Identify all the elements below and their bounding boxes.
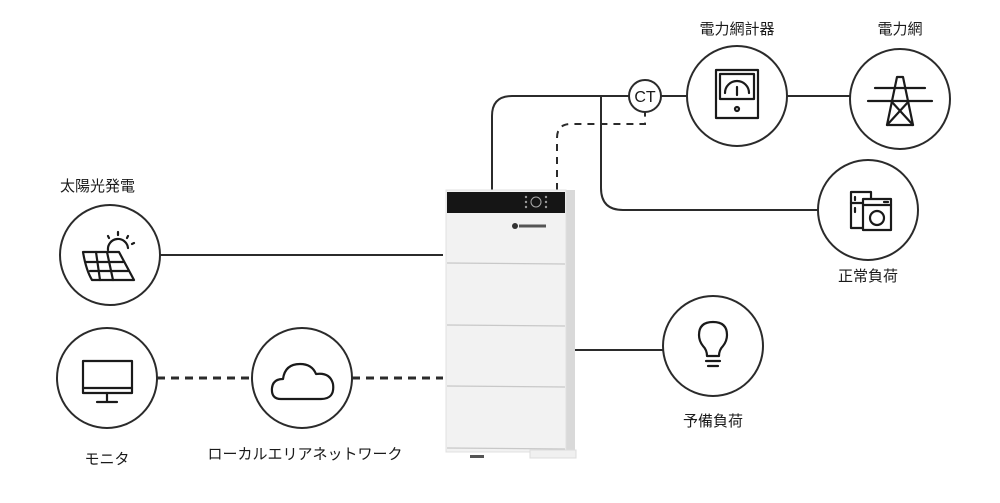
battery-ct-dashed-line <box>556 112 646 190</box>
lan-label: ローカルエリアネットワーク <box>207 445 403 463</box>
appliances-icon <box>849 190 893 232</box>
solar-panel-icon <box>81 230 136 282</box>
battery-indicator-lights <box>524 195 548 209</box>
battery-power-button[interactable] <box>530 196 542 208</box>
monitor-label: モニタ <box>84 450 130 468</box>
backup-load-label: 予備負荷 <box>682 412 744 430</box>
solar-label: 太陽光発電 <box>60 177 136 195</box>
solar-node[interactable] <box>59 204 161 306</box>
meter-icon <box>714 68 760 120</box>
power-tower-icon <box>866 75 934 127</box>
battery-foot <box>470 455 484 458</box>
lightbulb-icon <box>697 320 729 368</box>
monitor-node[interactable] <box>56 327 158 429</box>
monitor-icon <box>81 359 134 404</box>
battery-display <box>447 192 565 213</box>
battery-unit[interactable] <box>445 189 577 459</box>
cloud-icon <box>270 362 335 401</box>
lan-node[interactable] <box>251 327 353 429</box>
battery-body <box>445 189 567 453</box>
grid-node[interactable] <box>849 48 951 150</box>
normal-load-label: 正常負荷 <box>837 267 899 285</box>
grid-label: 電力網 <box>877 20 923 38</box>
battery-ct-line <box>491 95 629 190</box>
normal-load-line <box>600 96 818 211</box>
grid-meter-label: 電力網計器 <box>699 20 775 38</box>
battery-brand-logo <box>512 223 546 229</box>
ct-label: CT <box>634 89 656 106</box>
backup-load-node[interactable] <box>662 295 764 397</box>
battery-base <box>529 449 577 459</box>
ct-node[interactable] <box>628 79 662 113</box>
battery-side <box>565 190 575 450</box>
battery-module-seams <box>446 262 566 450</box>
